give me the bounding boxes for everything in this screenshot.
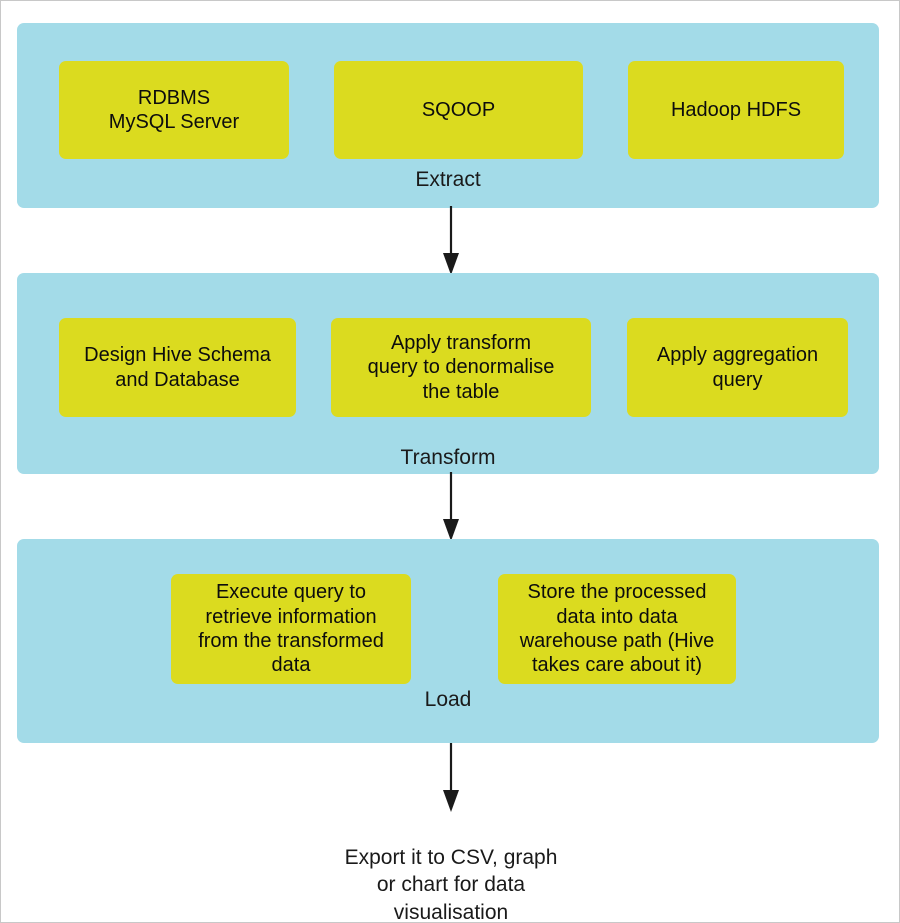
node-label: Apply transform query to denormalise the…	[367, 331, 555, 403]
stage-label-text: Transform	[400, 446, 496, 469]
node-store-processed-data[interactable]: Store the processed data into data wareh…	[498, 574, 736, 684]
arrow-down-icon	[443, 743, 459, 812]
node-label: Store the processed data into data wareh…	[519, 581, 715, 677]
node-label: Design Hive Schema and Database	[84, 344, 271, 391]
stage-label-extract: Extract	[17, 168, 879, 191]
node-sqoop[interactable]: SQOOP	[334, 61, 583, 159]
node-hadoop-hdfs[interactable]: Hadoop HDFS	[628, 61, 844, 159]
output-export-text: Export it to CSV, graph or chart for dat…	[344, 845, 558, 923]
node-label: Apply aggregation query	[656, 344, 819, 391]
node-execute-query-retrieve[interactable]: Execute query to retrieve information fr…	[171, 574, 411, 684]
node-apply-transform-query[interactable]: Apply transform query to denormalise the…	[331, 318, 591, 417]
output-export-label: Export it to CSV, graph or chart for dat…	[201, 816, 701, 923]
node-label: Hadoop HDFS	[670, 98, 802, 121]
arrow-down-icon	[443, 472, 459, 541]
node-label: RDBMS MySQL Server	[108, 86, 240, 133]
connector-extract-to-transform	[436, 206, 466, 276]
connector-transform-to-load	[436, 472, 466, 542]
node-label: SQOOP	[421, 98, 496, 121]
stage-label-load: Load	[17, 688, 879, 711]
arrow-down-icon	[443, 206, 459, 275]
node-rdbms-mysql-server[interactable]: RDBMS MySQL Server	[59, 61, 289, 159]
node-design-hive-schema[interactable]: Design Hive Schema and Database	[59, 318, 296, 417]
stage-band-transform: Design Hive Schema and Database Apply tr…	[17, 273, 879, 474]
node-apply-aggregation-query[interactable]: Apply aggregation query	[627, 318, 848, 417]
node-label: Execute query to retrieve information fr…	[198, 581, 384, 677]
stage-label-text: Extract	[415, 168, 481, 191]
stage-band-extract: RDBMS MySQL Server SQOOP Hadoop HDFS Ext…	[17, 23, 879, 208]
stage-label-transform: Transform	[17, 446, 879, 469]
connector-load-to-export	[436, 743, 466, 813]
stage-label-text: Load	[424, 688, 472, 711]
stage-band-load: Execute query to retrieve information fr…	[17, 539, 879, 743]
